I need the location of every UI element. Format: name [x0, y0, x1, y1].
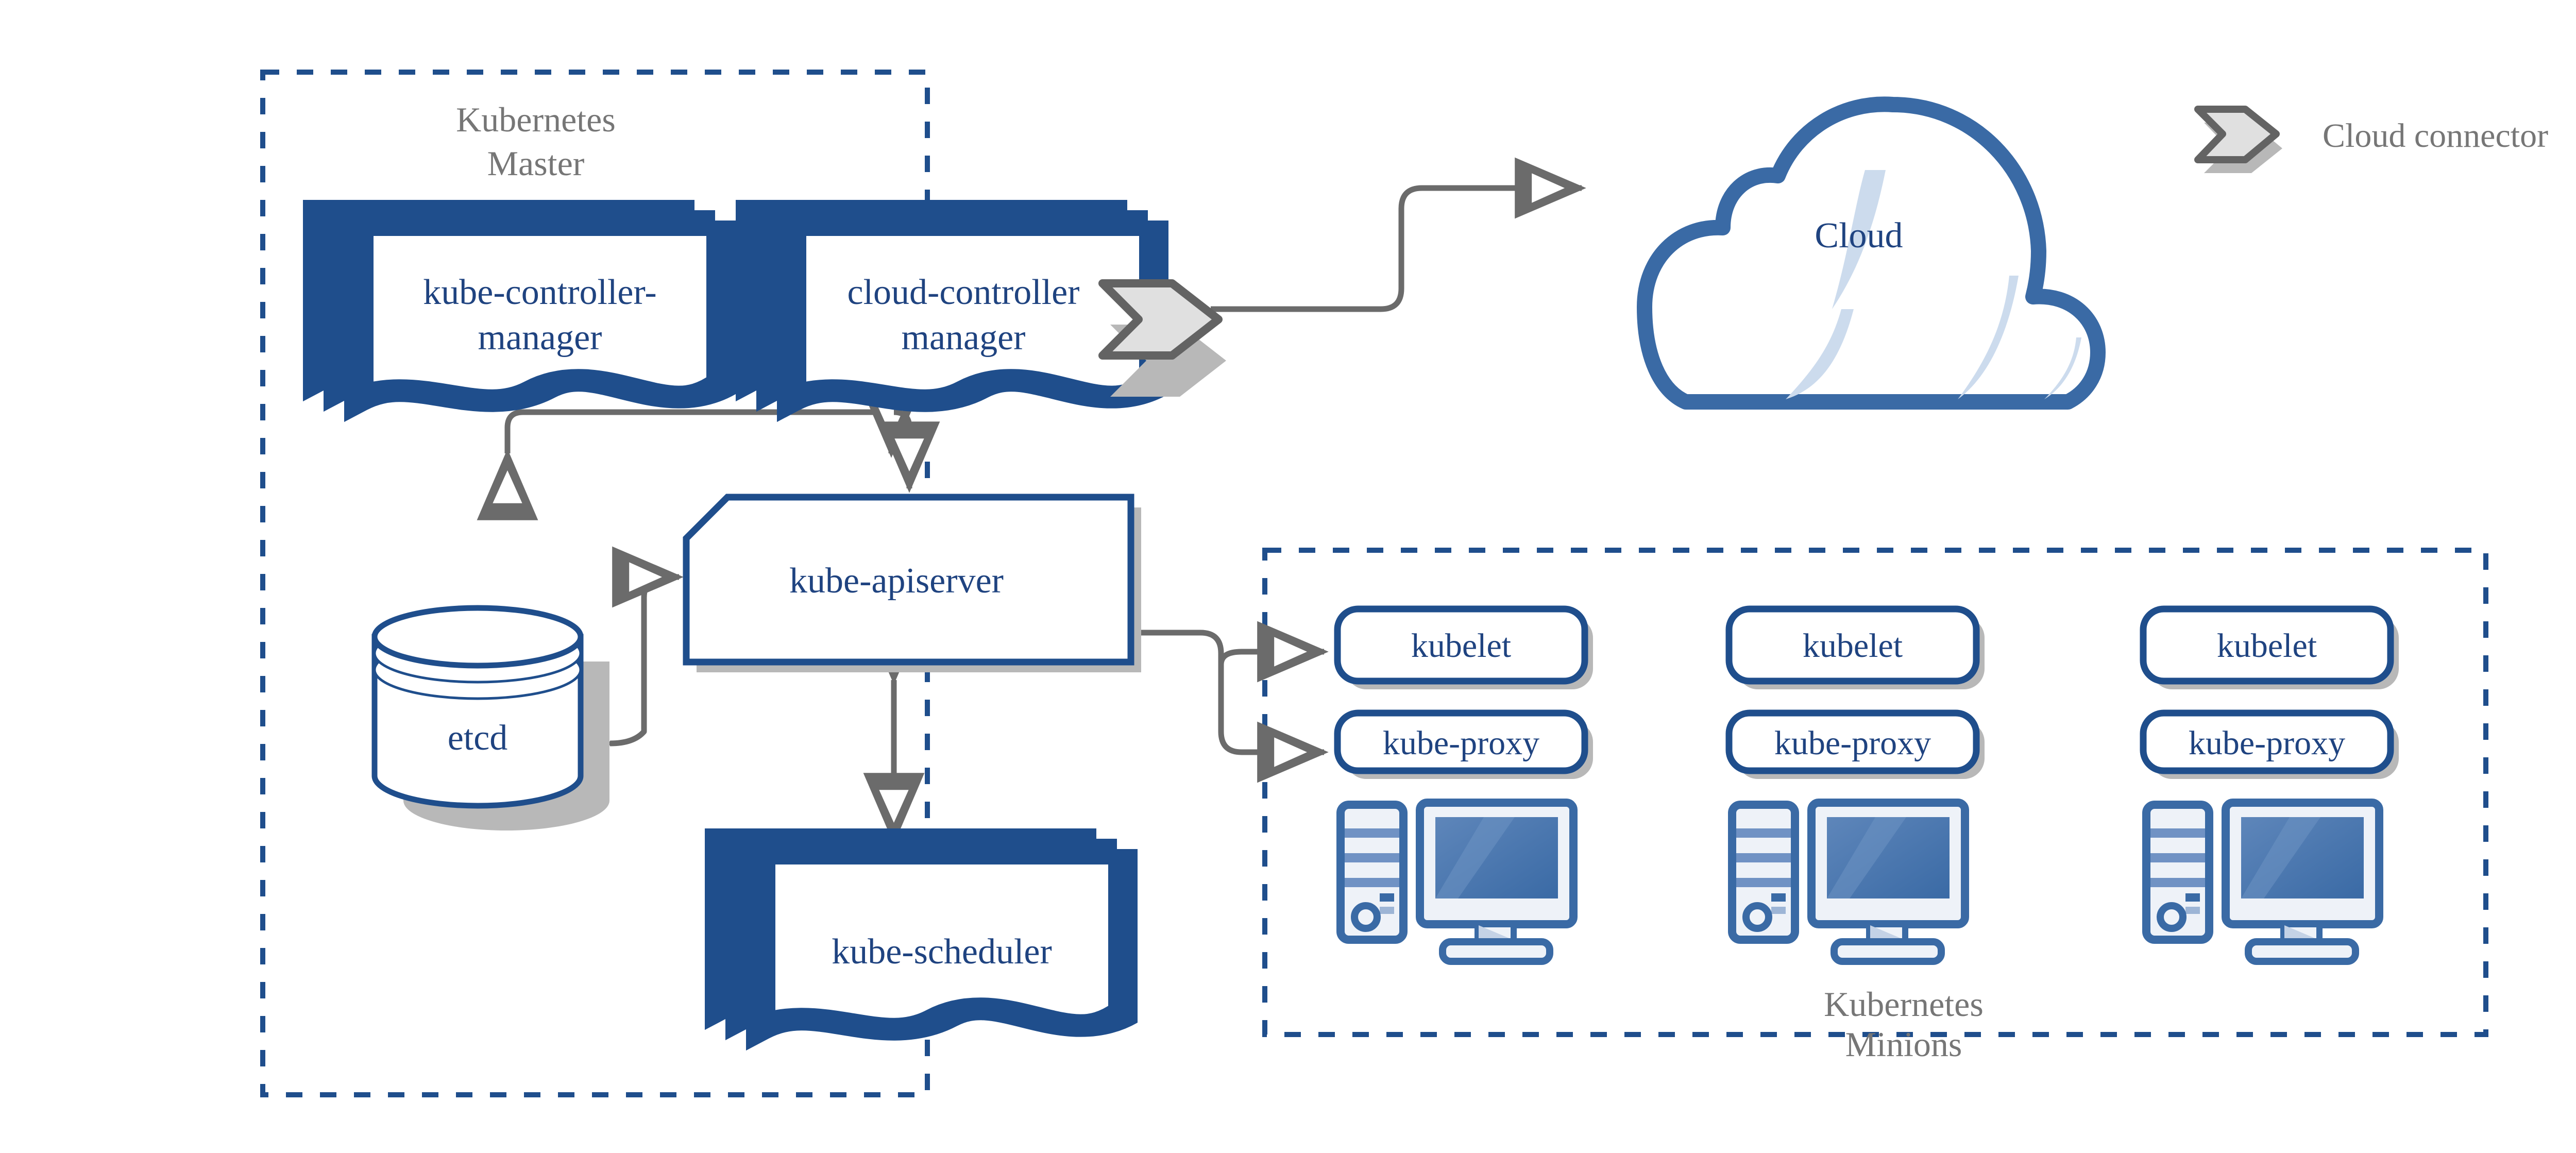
kube-apiserver-node[interactable]: kube-apiserver — [683, 494, 1141, 672]
cloud-controller-manager-label-line2: manager — [902, 318, 1026, 358]
kube-scheduler-label: kube-scheduler — [832, 932, 1052, 972]
kube-controller-manager-label-line2: manager — [478, 318, 602, 358]
etcd-label: etcd — [448, 718, 508, 758]
edge-apiserver-down-branch — [878, 409, 940, 493]
minion-2-kube-proxy-label: kube-proxy — [1774, 724, 1931, 762]
minion-node-1[interactable]: kubelet kube-proxy — [1334, 605, 1593, 965]
minion-3-kube-proxy-label: kube-proxy — [2189, 724, 2345, 762]
minion-2-kubelet-label: kubelet — [1803, 627, 1903, 665]
computer-icon — [2142, 799, 2383, 965]
master-group-label: Kubernetes Master — [456, 100, 616, 183]
cloud-node[interactable]: Cloud — [1637, 82, 2112, 410]
cloud-controller-manager-node[interactable]: cloud-controller manager — [743, 204, 1167, 408]
legend-cloud-connector: Cloud connector — [2194, 106, 2548, 173]
edge-etcd-apiserver — [543, 546, 684, 774]
kube-controller-manager-node[interactable]: kube-controller- manager — [311, 204, 734, 408]
minion-node-2[interactable]: kubelet kube-proxy — [1725, 605, 1985, 965]
minion-3-kubelet-label: kubelet — [2217, 627, 2317, 665]
computer-icon — [1728, 799, 1969, 965]
master-group-box — [260, 70, 930, 1097]
etcd-node[interactable]: etcd — [371, 605, 609, 830]
cloud-label: Cloud — [1815, 216, 1903, 256]
minion-1-kubelet-label: kubelet — [1411, 627, 1511, 665]
cloud-connector-icon — [1098, 279, 1226, 397]
kube-apiserver-label: kube-apiserver — [789, 561, 1004, 601]
minions-label-line1: Kubernetes — [1824, 985, 1984, 1024]
minions-group-label: Kubernetes Minions — [1824, 985, 1984, 1064]
cloud-controller-manager-label-line1: cloud-controller — [848, 273, 1080, 312]
edge-apiserver-right-trunk — [1066, 602, 1329, 783]
edge-cloud-connector-to-cloud — [1211, 157, 1586, 312]
kube-scheduler-node[interactable]: kube-scheduler — [713, 833, 1136, 1037]
computer-icon — [1336, 799, 1578, 965]
kube-controller-manager-label-line1: kube-controller- — [423, 273, 656, 312]
minion-node-3[interactable]: kubelet kube-proxy — [2140, 605, 2399, 965]
connector-lines — [477, 157, 1586, 844]
master-label-line1: Kubernetes — [456, 100, 616, 139]
minions-label-line2: Minions — [1845, 1025, 1962, 1064]
edge-apiserver-to-kube-controller-manager — [477, 386, 922, 520]
minion-1-kube-proxy-label: kube-proxy — [1383, 724, 1539, 762]
master-label-line2: Master — [487, 144, 585, 183]
minions-group-box — [1262, 548, 2488, 1037]
edge-apiserver-to-kubelet-branch — [1218, 621, 1329, 683]
legend-cloud-connector-label: Cloud connector — [2323, 117, 2548, 155]
